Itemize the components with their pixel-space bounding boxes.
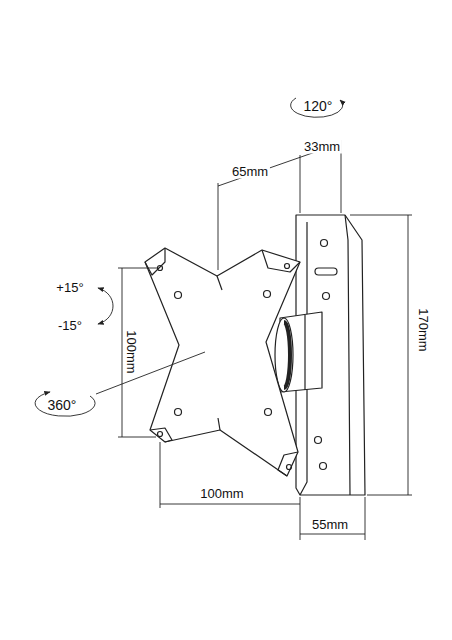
dimension-line [160,504,300,505]
plate-fold [217,276,222,290]
pivot-shade [284,322,290,388]
dimension-label: +15° [54,280,85,295]
extension-line [118,268,158,269]
vesa-hole [158,266,163,271]
plate-flange [262,250,300,272]
extension-line [118,437,156,438]
leader-line [96,352,205,394]
vesa-hole [158,432,163,437]
dimension-label: -15° [56,318,84,333]
plate-fold [218,418,220,430]
dimension-label: 120° [302,99,335,114]
vesa-hole [175,409,182,416]
vesa-hole [175,292,182,299]
plate-flange [278,452,298,476]
dimension-line [300,534,365,535]
extension-line [300,155,301,213]
dimension-line [122,268,123,437]
plate-flange [145,248,165,275]
extension-line [350,215,412,216]
plate-flange [150,428,172,442]
vesa-hole [264,291,271,298]
vesa-plate [145,248,300,476]
vesa-hole [287,465,292,470]
screw-hole [320,463,327,470]
extension-line [218,183,219,270]
wall-plate-edge [345,215,350,495]
dimension-label: 55mm [310,517,350,532]
pivot-edge [304,315,305,390]
vesa-hole [265,409,272,416]
slot-hole [315,268,337,275]
screw-hole [321,240,328,247]
rotation-arrow [291,98,343,117]
dimension-label: 170mm [416,306,431,353]
dimension-label: 100mm [124,328,139,375]
vesa-hole [285,264,290,269]
dimension-line [408,215,409,495]
screw-hole [323,293,330,300]
tilt-arrow [98,288,113,324]
dimension-label: 100mm [198,486,245,501]
screw-hole [315,437,322,444]
rotation-arrow [35,392,95,416]
dimension-label: 360° [46,398,79,413]
dimension-label: 33mm [302,139,342,154]
extension-line [367,495,412,496]
extension-line [160,442,161,508]
dimension-label: 65mm [230,164,270,179]
